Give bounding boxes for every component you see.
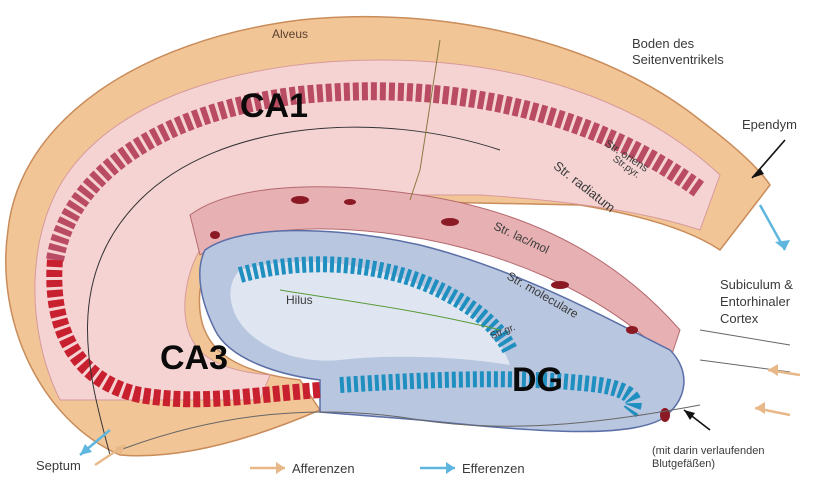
label-ependym: Ependym	[742, 117, 797, 133]
fiber-line	[700, 330, 790, 345]
vessel	[660, 408, 670, 422]
region-dg: DG	[512, 362, 563, 398]
afferent-arrowhead-1	[768, 364, 778, 376]
label-boden: Boden des Seitenventrikels	[632, 36, 762, 68]
legend-efferenzen: Efferenzen	[462, 461, 525, 477]
label-hilus: Hilus	[286, 292, 313, 308]
vessel	[626, 326, 638, 334]
legend-afferent-arrowhead	[276, 462, 285, 474]
afferent-arrowhead-2	[755, 402, 765, 414]
vessel	[551, 281, 569, 289]
region-ca3: CA3	[160, 340, 228, 376]
vessel	[291, 196, 309, 204]
label-alveus: Alveus	[272, 26, 308, 42]
label-blood-vessels: (mit darin verlaufenden Blutgefäßen)	[652, 445, 772, 471]
efferent-arrowhead	[775, 240, 790, 250]
region-ca1: CA1	[240, 88, 308, 124]
vessel	[441, 218, 459, 226]
vessel	[344, 199, 356, 205]
label-septum: Septum	[36, 458, 81, 474]
vessel	[210, 231, 220, 239]
legend-efferent-arrowhead	[446, 462, 455, 474]
legend-afferenzen: Afferenzen	[292, 461, 355, 477]
blood-vessel-arrowhead	[684, 410, 695, 420]
label-subiculum: Subiculum & Entorhinaler Cortex	[720, 276, 820, 327]
